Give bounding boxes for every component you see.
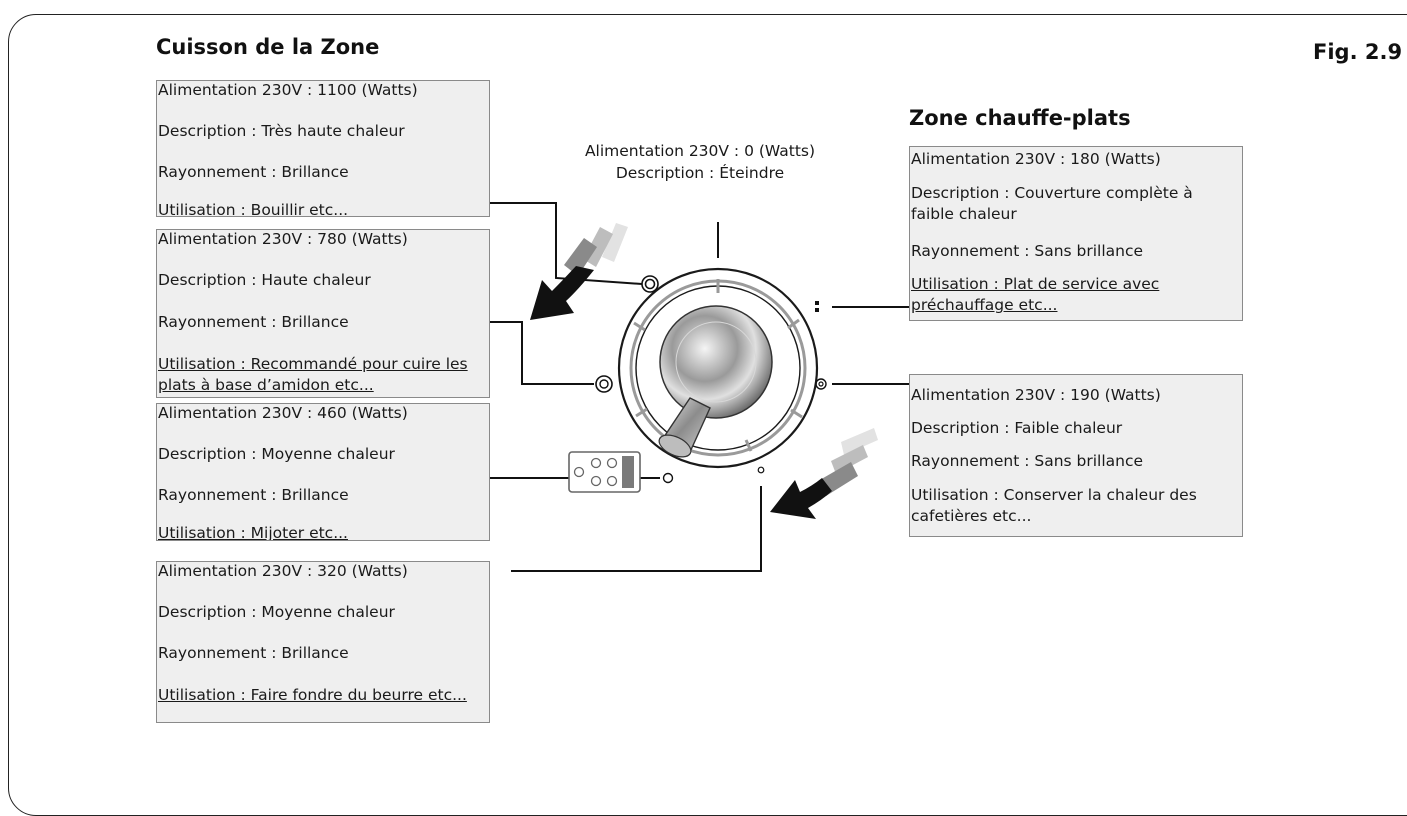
double-ring-icon — [641, 275, 659, 293]
figure-label: Fig. 2.9 — [1313, 40, 1403, 64]
usage-text: Utilisation : Mijoter etc... — [158, 524, 348, 541]
power-text: Alimentation 230V : 1100 (Watts) — [158, 81, 418, 99]
description-text: Description : Moyenne chaleur — [158, 445, 395, 463]
off-power: Alimentation 230V : 0 (Watts) — [584, 142, 816, 160]
usage-text: Utilisation : Plat de service avec préch… — [911, 275, 1160, 314]
usage-text: Utilisation : Faire fondre du beurre etc… — [158, 686, 467, 704]
setting-box-780w: Alimentation 230V : 780 (Watts) Descript… — [156, 229, 490, 398]
setting-box-460w: Alimentation 230V : 460 (Watts) Descript… — [156, 403, 490, 541]
radiance-text: Rayonnement : Sans brillance — [911, 242, 1144, 260]
setting-box-1100w: Alimentation 230V : 1100 (Watts) Descrip… — [156, 80, 490, 217]
warming-zone-heading: Zone chauffe-plats — [909, 106, 1131, 130]
setting-box-190w: Alimentation 230V : 190 (Watts) Descript… — [909, 374, 1243, 537]
description-text: Description : Moyenne chaleur — [158, 603, 395, 621]
power-text: Alimentation 230V : 320 (Watts) — [158, 562, 408, 580]
radiance-text: Rayonnement : Sans brillance — [911, 452, 1144, 470]
control-knob-icon — [617, 267, 819, 469]
radiance-text: Rayonnement : Brillance — [158, 313, 349, 331]
usage-text: Utilisation : Recommandé pour cuire les … — [158, 355, 468, 394]
power-text: Alimentation 230V : 780 (Watts) — [158, 230, 408, 248]
cooking-zone-heading: Cuisson de la Zone — [156, 35, 380, 59]
usage-text: Utilisation : Conserver la chaleur des c… — [911, 486, 1197, 525]
usage-text: Utilisation : Bouillir etc... — [158, 201, 349, 217]
description-text: Description : Faible chaleur — [911, 419, 1123, 437]
warming-symbol-icon — [815, 301, 819, 312]
heat-arrow-icon-top — [530, 223, 628, 320]
power-text: Alimentation 230V : 460 (Watts) — [158, 404, 408, 422]
cooktop-icon — [568, 451, 641, 493]
description-text: Description : Haute chaleur — [158, 271, 371, 289]
radiance-text: Rayonnement : Brillance — [158, 486, 349, 504]
heat-arrow-icon-bottom — [770, 428, 878, 519]
off-setting-caption: Alimentation 230V : 0 (Watts) Descriptio… — [566, 140, 834, 184]
description-text: Description : Couverture complète à faib… — [911, 184, 1193, 223]
radiance-text: Rayonnement : Brillance — [158, 644, 349, 662]
setting-box-180w: Alimentation 230V : 180 (Watts) Descript… — [909, 146, 1243, 321]
description-text: Description : Très haute chaleur — [158, 122, 405, 140]
single-ring-icon-right — [815, 378, 827, 390]
power-text: Alimentation 230V : 180 (Watts) — [911, 150, 1161, 168]
tiny-ring-icon — [757, 466, 765, 474]
small-ring-icon — [662, 472, 674, 484]
control-diagram — [490, 202, 909, 572]
power-text: Alimentation 230V : 190 (Watts) — [911, 386, 1161, 404]
setting-box-320w: Alimentation 230V : 320 (Watts) Descript… — [156, 561, 490, 723]
single-ring-icon-left — [595, 375, 613, 393]
radiance-text: Rayonnement : Brillance — [158, 163, 349, 181]
off-description: Description : Éteindre — [615, 164, 785, 182]
